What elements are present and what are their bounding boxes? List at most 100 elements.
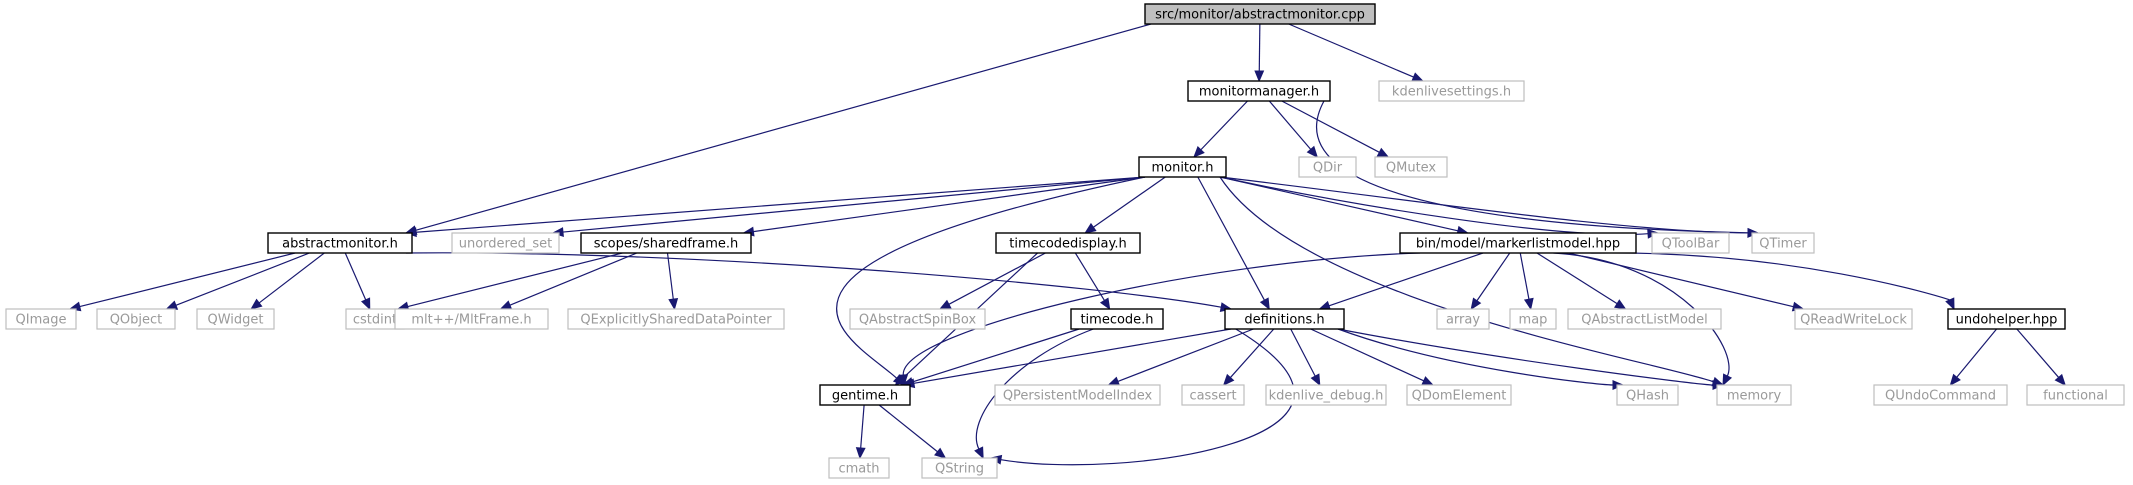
edge-markerlistmodel-to-undohelper	[1591, 252, 1951, 301]
node-box-memory	[1716, 384, 1792, 406]
node-label-qundocommand: QUndoCommand	[1885, 389, 1996, 404]
node-box-monitormanager[interactable]	[1187, 80, 1331, 102]
node-qtoolbar: QToolBar	[1651, 232, 1730, 254]
edge-arrowhead-root-to-monitormanager	[1254, 70, 1265, 83]
node-qimage: QImage	[5, 308, 77, 330]
node-label-qobject: QObject	[110, 313, 163, 328]
node-box-unordered_set	[451, 232, 560, 254]
node-box-markerlistmodel[interactable]	[1399, 232, 1637, 254]
node-box-qdir	[1298, 156, 1357, 178]
node-qpersistent: QPersistentModelIndex	[994, 384, 1161, 406]
node-box-gentime[interactable]	[819, 384, 911, 406]
edge-arrowhead-abstractmonitor-to-qobject	[165, 300, 179, 310]
node-monitor[interactable]: monitor.h	[1138, 156, 1227, 178]
node-definitions[interactable]: definitions.h	[1224, 308, 1345, 330]
node-label-unordered_set: unordered_set	[459, 237, 552, 252]
node-box-qexplicit	[567, 308, 785, 330]
node-timecode[interactable]: timecode.h	[1070, 308, 1164, 330]
node-box-qabstractspinbox	[849, 308, 986, 330]
node-box-root[interactable]	[1144, 3, 1376, 25]
edge-arrowhead-monitormanager-to-qmutex	[1376, 147, 1390, 158]
node-monitormanager[interactable]: monitormanager.h	[1187, 80, 1331, 102]
node-label-memory: memory	[1727, 389, 1782, 404]
edge-abstractmonitor-to-qimage	[79, 252, 296, 308]
node-label-root: src/monitor/abstractmonitor.cpp	[1155, 8, 1365, 23]
node-qhash: QHash	[1616, 384, 1679, 406]
edge-gentime-to-cmath	[860, 404, 865, 449]
node-box-sharedframe[interactable]	[580, 232, 752, 254]
edge-arrowhead-timecodedisplay-to-qabstractspinbox	[938, 299, 952, 310]
node-undohelper[interactable]: undohelper.hpp	[1947, 308, 2066, 330]
node-qundocommand: QUndoCommand	[1873, 384, 2008, 406]
edge-definitions-to-kdenlive_debug	[1290, 328, 1316, 377]
node-timecodedisplay[interactable]: timecodedisplay.h	[995, 232, 1141, 254]
node-label-qdomelement: QDomElement	[1412, 389, 1507, 404]
edge-definitions-to-cassert	[1229, 328, 1275, 378]
node-box-map	[1509, 308, 1557, 330]
edge-arrowhead-abstractmonitor-to-cstdint	[361, 297, 371, 311]
edge-arrowhead-monitor-to-timecodedisplay	[1084, 222, 1097, 234]
node-box-qimage	[5, 308, 77, 330]
edge-arrowhead-definitions-to-cassert	[1222, 373, 1235, 386]
node-box-qabstractlistmodel	[1567, 308, 1722, 330]
edge-arrowhead-monitormanager-to-qdir	[1306, 145, 1319, 158]
node-sharedframe[interactable]: scopes/sharedframe.h	[580, 232, 752, 254]
node-box-array	[1436, 308, 1490, 330]
edge-timecode-to-gentime	[912, 328, 1080, 383]
node-label-undohelper: undohelper.hpp	[1956, 313, 2058, 328]
node-box-qobject	[96, 308, 176, 330]
edge-undohelper-to-functional	[2016, 328, 2060, 378]
node-gentime[interactable]: gentime.h	[819, 384, 911, 406]
node-label-markerlistmodel: bin/model/markerlistmodel.hpp	[1416, 237, 1620, 252]
node-cmath: cmath	[828, 457, 890, 479]
node-box-monitor[interactable]	[1138, 156, 1227, 178]
edge-definitions-to-qpersistent	[1117, 328, 1254, 382]
edge-monitormanager-to-qmutex	[1281, 100, 1380, 153]
node-box-kdenlivesettings	[1378, 80, 1525, 102]
edge-arrowhead-monitor-to-definitions	[1259, 297, 1270, 311]
edge-markerlistmodel-to-memory	[1553, 252, 1730, 377]
node-box-kdenlive_debug	[1265, 384, 1387, 406]
node-box-qundocommand	[1873, 384, 2008, 406]
node-label-qabstractlistmodel: QAbstractListModel	[1581, 313, 1708, 328]
edge-markerlistmodel-to-map	[1519, 252, 1530, 300]
edge-monitor-to-markerlistmodel	[1219, 176, 1459, 232]
edge-sharedframe-to-cstdint	[407, 252, 623, 308]
node-label-mltframe: mlt++/MltFrame.h	[411, 313, 531, 328]
node-box-qtoolbar	[1651, 232, 1730, 254]
node-label-array: array	[1446, 313, 1480, 328]
edge-root-to-monitormanager	[1258, 23, 1261, 72]
edge-arrowhead-timecodedisplay-to-timecode	[1099, 297, 1111, 311]
node-abstractmonitor[interactable]: abstractmonitor.h	[267, 232, 413, 254]
node-box-qreadwritelock	[1794, 308, 1913, 330]
edge-abstractmonitor-to-definitions	[405, 252, 1222, 308]
node-label-map: map	[1519, 313, 1548, 328]
edge-arrowhead-definitions-to-kdenlive_debug	[1310, 373, 1321, 387]
node-markerlistmodel[interactable]: bin/model/markerlistmodel.hpp	[1399, 232, 1637, 254]
node-cassert: cassert	[1181, 384, 1245, 406]
node-array: array	[1436, 308, 1490, 330]
node-qdomelement: QDomElement	[1406, 384, 1512, 406]
node-qabstractspinbox: QAbstractSpinBox	[849, 308, 986, 330]
node-label-qstring: QString	[935, 462, 984, 477]
node-box-undohelper[interactable]	[1947, 308, 2066, 330]
edge-monitormanager-to-qdir	[1268, 100, 1312, 150]
node-box-mltframe	[394, 308, 549, 330]
node-label-qtimer: QTimer	[1759, 237, 1807, 252]
node-root[interactable]: src/monitor/abstractmonitor.cpp	[1144, 3, 1376, 25]
node-box-cassert	[1181, 384, 1245, 406]
node-box-timecode[interactable]	[1070, 308, 1164, 330]
edge-markerlistmodel-to-array	[1476, 252, 1511, 302]
edge-monitor-to-sharedframe	[753, 176, 1146, 233]
node-box-qpersistent	[994, 384, 1161, 406]
edge-arrowhead-undohelper-to-functional	[2054, 373, 2066, 386]
node-box-abstractmonitor[interactable]	[267, 232, 413, 254]
node-box-definitions[interactable]	[1224, 308, 1345, 330]
edge-markerlistmodel-to-definitions	[1328, 252, 1484, 307]
node-label-qmutex: QMutex	[1386, 161, 1437, 176]
node-label-gentime: gentime.h	[832, 389, 898, 404]
node-box-timecodedisplay[interactable]	[995, 232, 1141, 254]
edge-monitormanager-to-monitor	[1200, 100, 1248, 151]
node-kdenlive_debug: kdenlive_debug.h	[1265, 384, 1387, 406]
